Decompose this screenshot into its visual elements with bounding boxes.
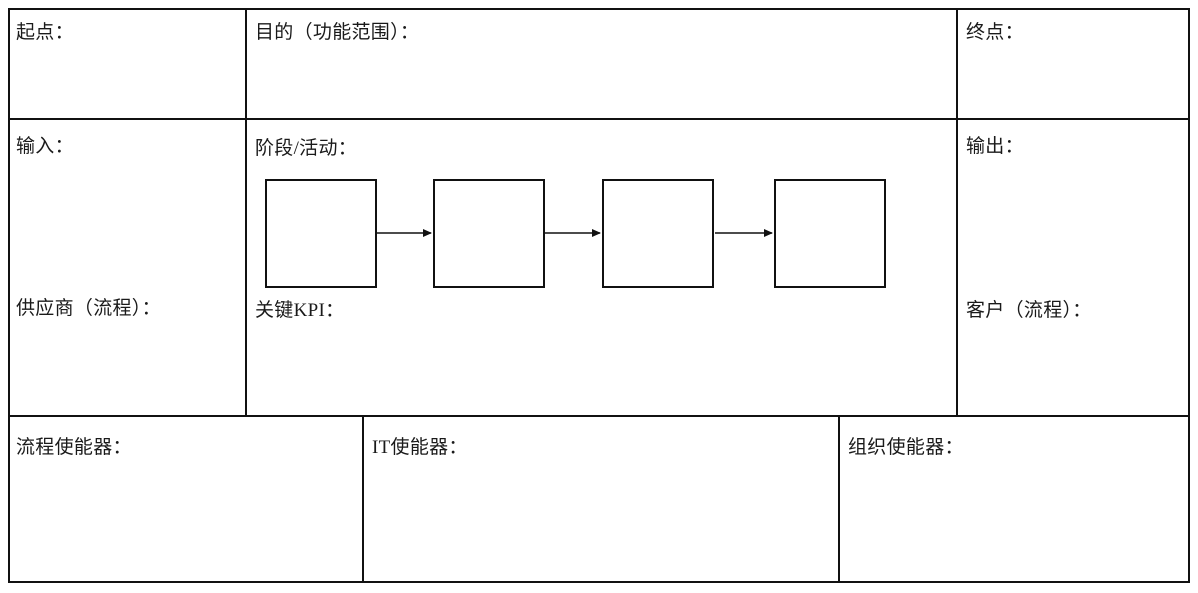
output-label: 输出： [966, 136, 1024, 157]
row1-row2-divider [8, 118, 1190, 120]
row2-row3-divider [8, 415, 1190, 417]
stage-activity-label: 阶段/活动： [255, 138, 358, 159]
right-column-divider [956, 8, 958, 415]
process-box-3 [602, 179, 714, 288]
process-box-2 [433, 179, 545, 288]
left-column-divider [245, 8, 247, 415]
supplier-process-label: 供应商（流程）： [16, 298, 161, 319]
bottom-divider-1 [362, 415, 364, 583]
process-flow-diagram [245, 170, 956, 300]
bottom-divider-2 [838, 415, 840, 583]
end-point-label: 终点： [966, 22, 1024, 43]
process-box-4 [774, 179, 886, 288]
it-enabler-label: IT使能器： [372, 437, 468, 458]
org-enabler-label: 组织使能器： [848, 437, 964, 458]
start-point-label: 起点： [16, 22, 74, 43]
customer-process-label: 客户（流程）： [966, 300, 1092, 321]
key-kpi-label: 关键KPI： [255, 300, 345, 321]
purpose-scope-label: 目的（功能范围）： [255, 22, 420, 43]
table-frame [8, 8, 1190, 583]
process-enabler-label: 流程使能器： [16, 437, 132, 458]
process-box-1 [265, 179, 377, 288]
input-label: 输入： [16, 136, 74, 157]
